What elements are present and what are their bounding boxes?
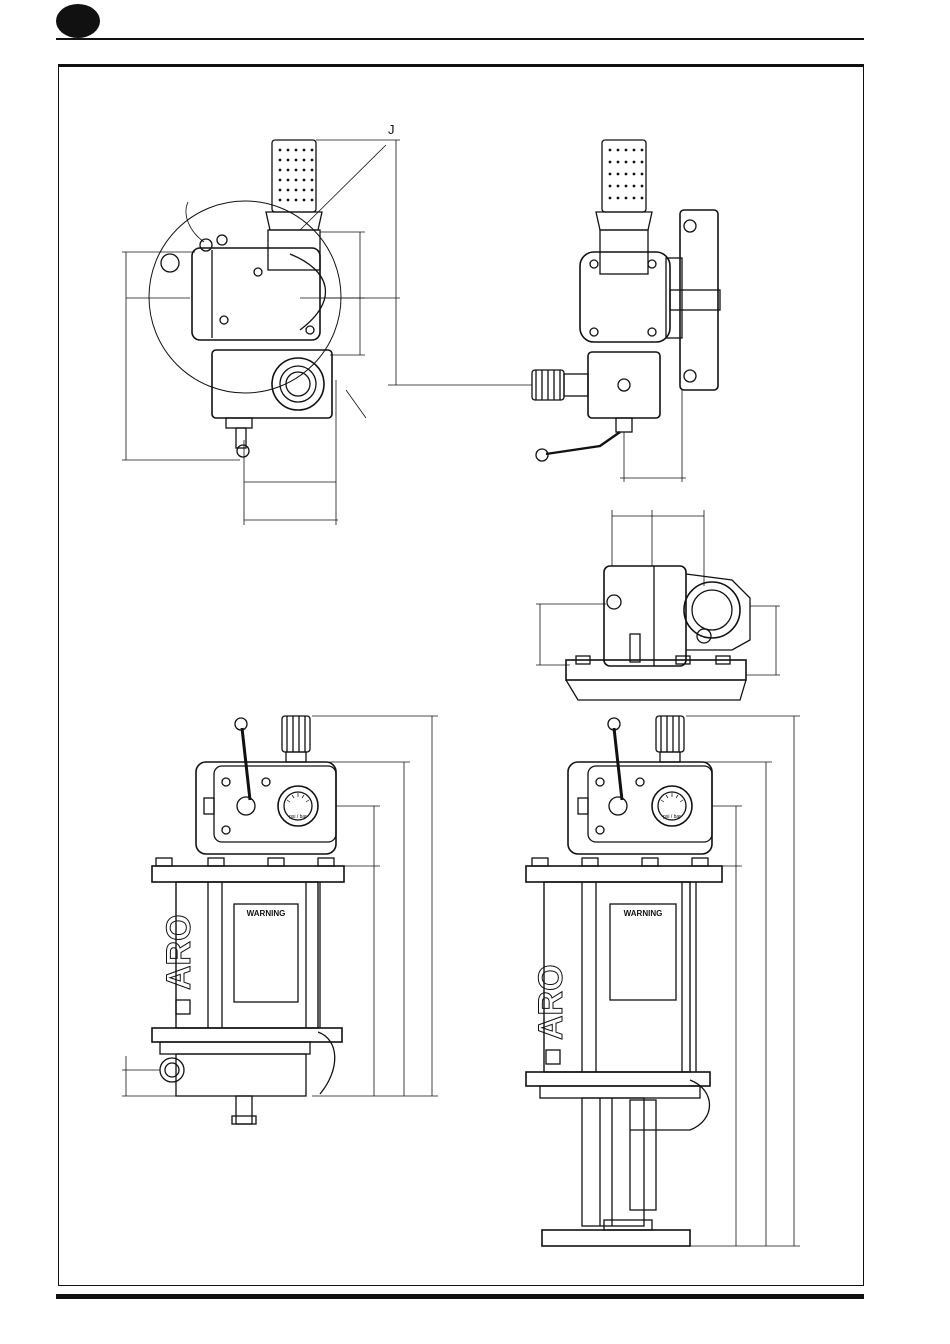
dimension-lines <box>122 140 400 525</box>
view-bottom-left: psi / bar WARNING ARO <box>122 716 438 1124</box>
callout-j: J <box>388 122 395 137</box>
muffler-perforations <box>279 149 314 202</box>
brand-logo-right: ARO <box>532 964 570 1040</box>
warning-label-left: WARNING <box>247 909 286 918</box>
view-top-right <box>388 140 720 482</box>
view-top-left: J <box>122 122 400 525</box>
warning-label-right: WARNING <box>624 909 663 918</box>
view-middle-right <box>536 510 780 700</box>
brand-logo-left: ARO <box>160 914 198 990</box>
gauge-unit-left: psi / bar <box>289 814 307 820</box>
view-bottom-right: psi / bar WARNING ARO <box>526 716 800 1246</box>
gauge-unit-right: psi / bar <box>663 814 681 820</box>
